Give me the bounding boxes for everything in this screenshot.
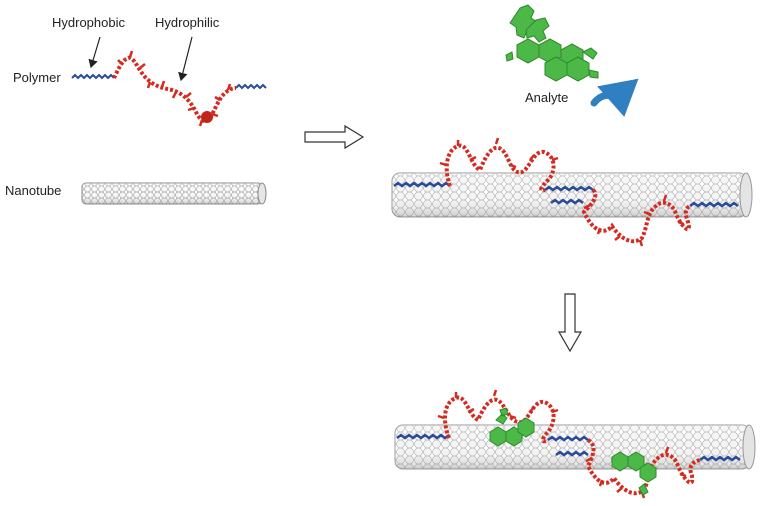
nanotube-label: Nanotube [5, 183, 61, 198]
polymer-hydrophobic-segment-left [71, 73, 115, 80]
wrapped-hydrophilic-sidechains [439, 137, 685, 247]
wrapped-hydrophobic-segment-3 [550, 198, 584, 205]
free-polymer [71, 50, 267, 127]
polymer-knot [201, 111, 213, 123]
bound-hydrophilic-loop-top [442, 395, 556, 444]
polymer-hydrophobic-segment-right [235, 83, 267, 90]
analyte-bound-nanotube [394, 389, 756, 499]
hydrophobic-label: Hydrophobic [52, 15, 125, 30]
hydrophilic-pointer-arrow [178, 36, 193, 82]
wrapped-hydrophobic-segment-1 [393, 181, 451, 188]
polymer-label: Polymer [13, 70, 61, 85]
bound-hydrophobic-segment-4 [699, 455, 741, 462]
bound-hydrophobic-segment-1 [396, 433, 450, 440]
right-process-arrow [304, 124, 365, 150]
free-nanotube [81, 182, 267, 205]
wrapped-hydrophilic-loop-bottom [581, 188, 692, 244]
bound-hydrophobic-segment-3 [555, 450, 589, 457]
hydrophobic-pointer-arrow [88, 36, 101, 69]
polymer-hydrophilic-sidechains [117, 50, 232, 127]
down-process-arrow [557, 293, 583, 353]
analyte-molecule [505, 4, 599, 82]
polymer-hydrophilic-segment [112, 55, 237, 123]
analyte-curved-arrow [590, 78, 639, 117]
wrapped-hydrophobic-segment-4 [689, 201, 739, 208]
bound-analyte-lower [611, 451, 657, 496]
analyte-label: Analyte [525, 90, 568, 105]
bound-hydrophobic-segment-2 [547, 435, 589, 442]
hydrophilic-label: Hydrophilic [155, 15, 220, 30]
bound-analyte-upper [489, 407, 535, 447]
wrapped-hydrophobic-segment-2 [544, 185, 594, 192]
wrapped-nanotube [391, 137, 753, 247]
